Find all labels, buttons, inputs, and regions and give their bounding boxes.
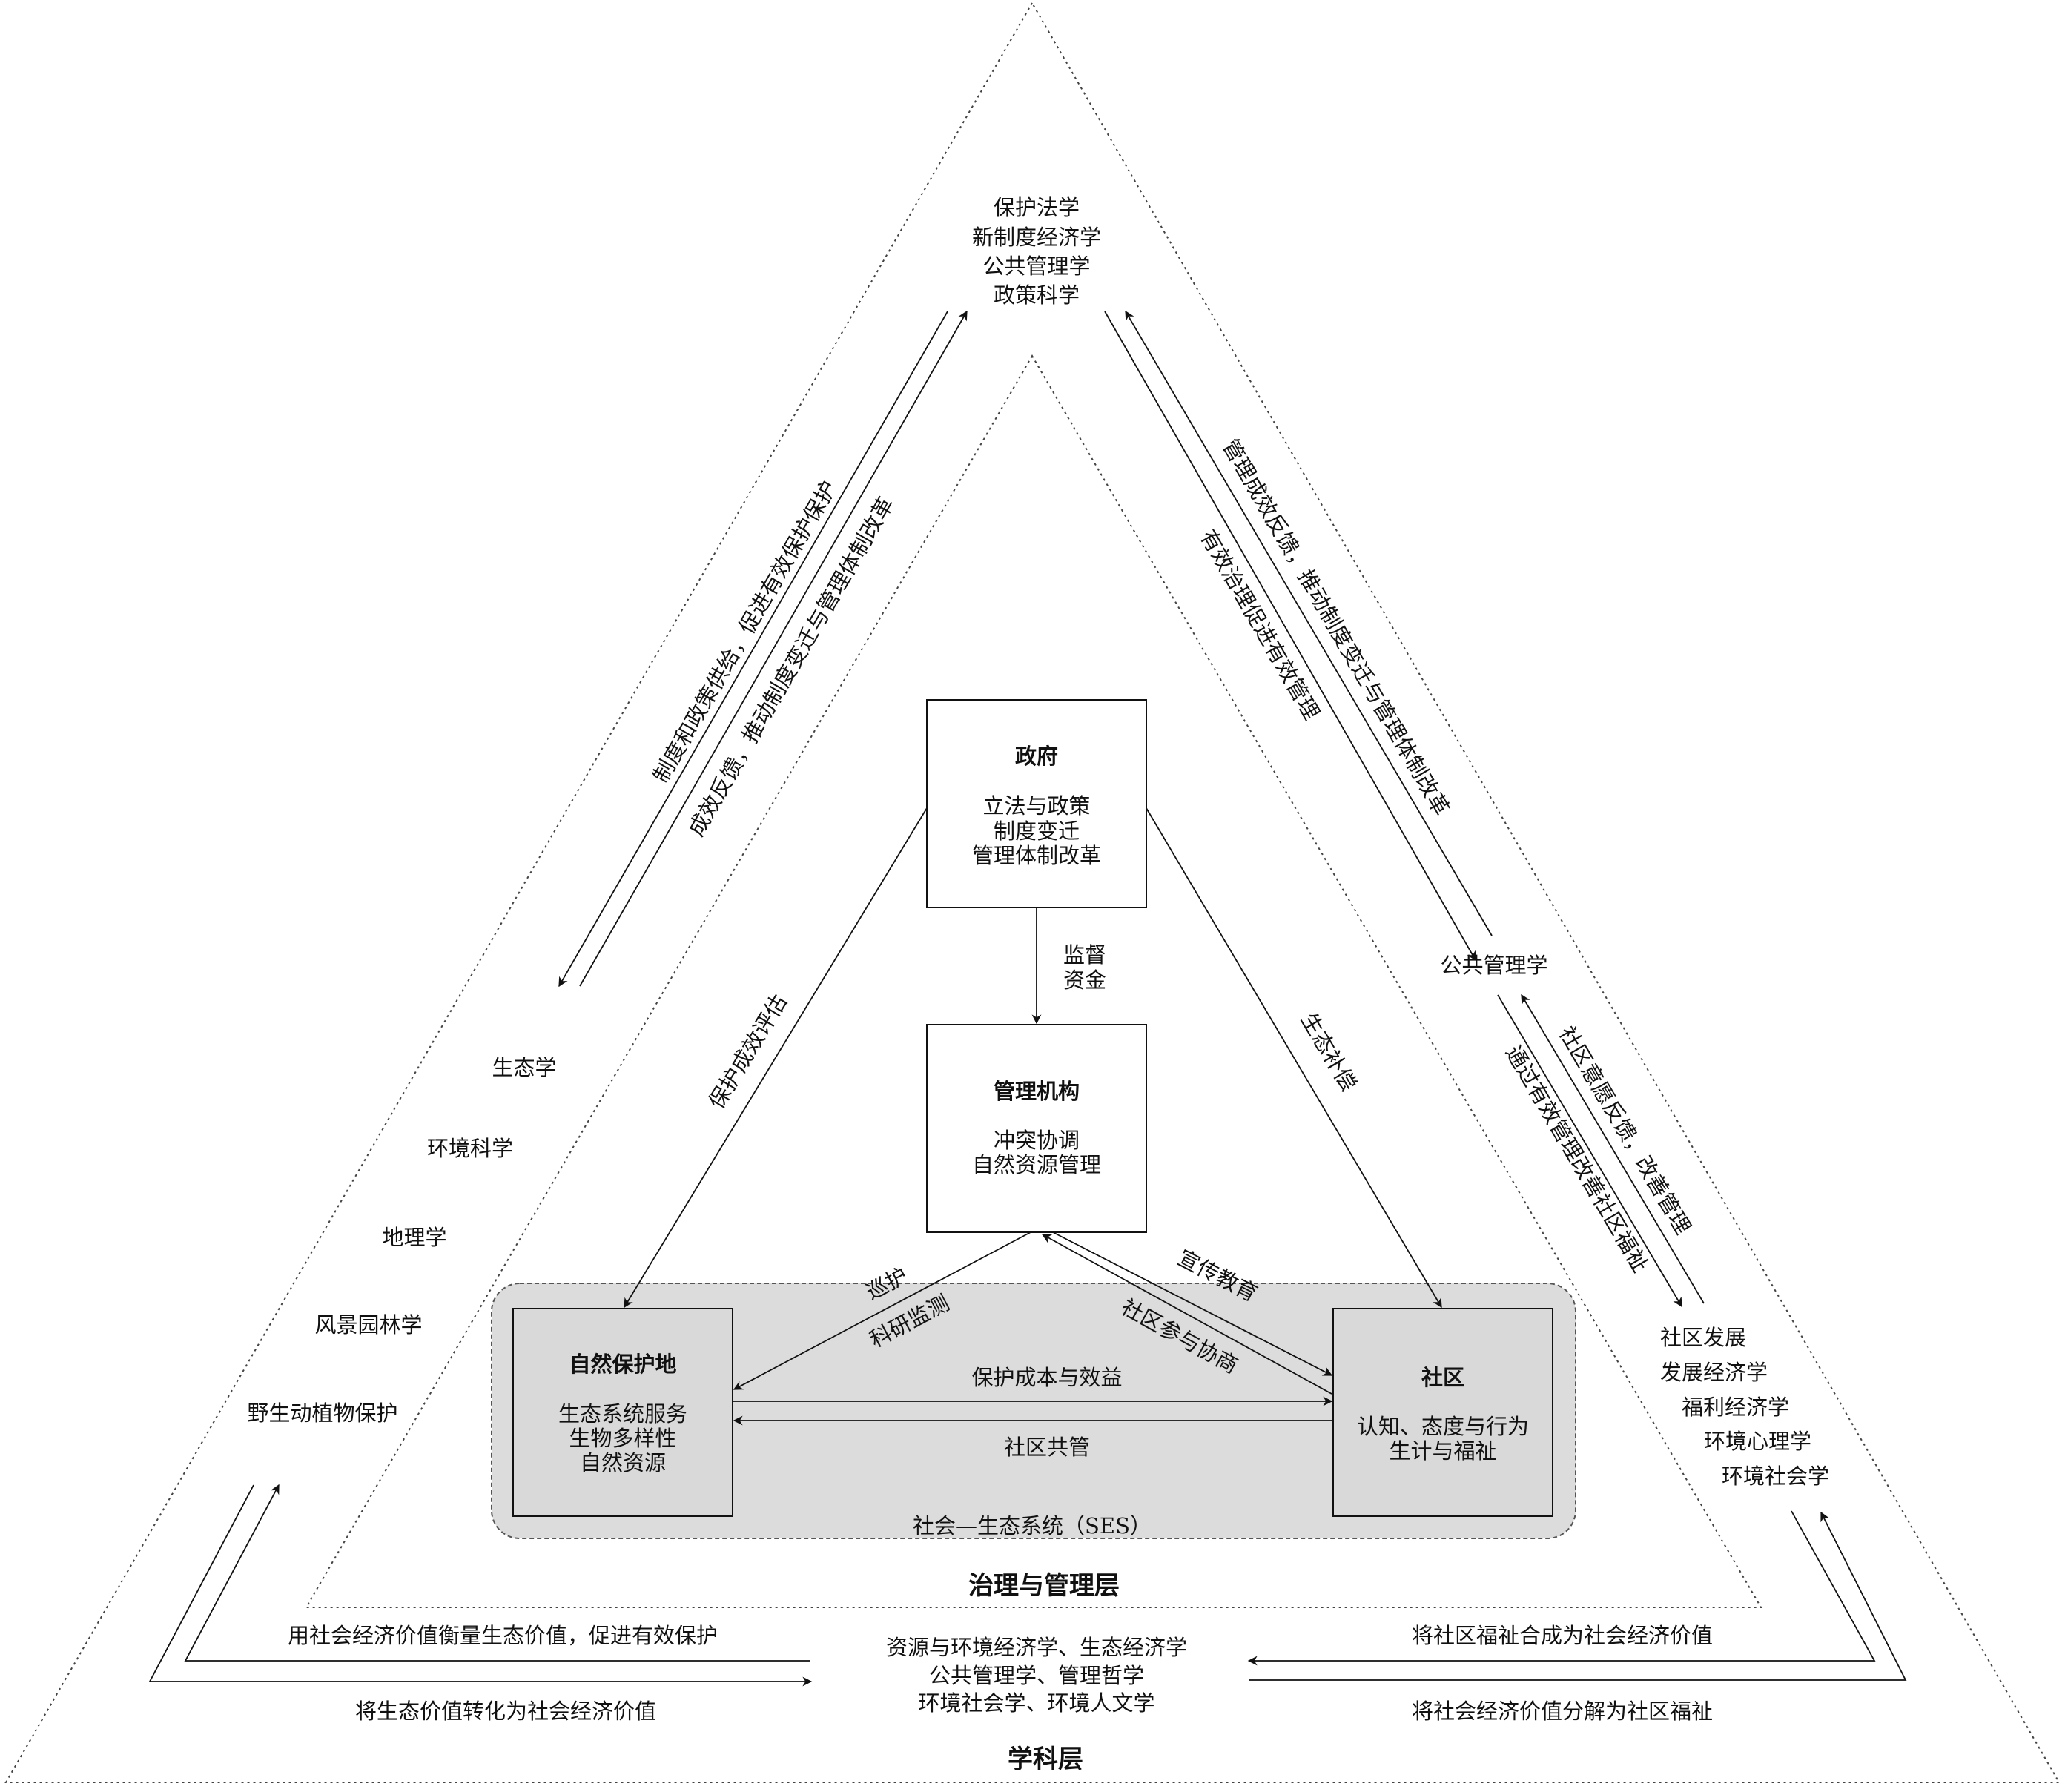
right-discipline-2: 发展经济学 [1660, 1360, 1768, 1385]
label-bottom-left-top: 用社会经济价值衡量生态价值，促进有效保护 [288, 1623, 718, 1648]
arrow-top-right-down [1104, 311, 1476, 962]
government-title: 政府 [1015, 744, 1058, 769]
right-discipline-5: 环境社会学 [1722, 1464, 1829, 1489]
bottom-discipline-1: 资源与环境经济学、生态经济学 [886, 1635, 1187, 1660]
left-discipline-5: 野生动植物保护 [247, 1401, 397, 1426]
community-box: 社区 认知、态度与行为 生计与福祉 [1332, 1308, 1553, 1517]
top-discipline-1: 保护法学 [994, 195, 1080, 220]
government-box: 政府 立法与政策 制度变迁 管理体制改革 [926, 699, 1147, 908]
protected-area-line-3: 自然资源 [580, 1450, 666, 1475]
protected-area-line-1: 生态系统服务 [558, 1401, 687, 1426]
bottom-discipline-3: 环境社会学、环境人文学 [918, 1690, 1154, 1716]
agency-line-1: 冲突协调 [994, 1128, 1080, 1153]
outer-triangle [4, 1, 2061, 1783]
ses-region [491, 1283, 1576, 1539]
left-discipline-3: 地理学 [382, 1225, 446, 1250]
bottom-discipline-2: 公共管理学、管理哲学 [929, 1663, 1144, 1688]
label-community-pa: 社区共管 [1004, 1435, 1090, 1460]
government-line-3: 管理体制改革 [972, 843, 1101, 868]
agency-box: 管理机构 冲突协调 自然资源管理 [926, 1024, 1147, 1233]
government-line-2: 制度变迁 [994, 819, 1080, 844]
top-discipline-3: 公共管理学 [982, 254, 1090, 279]
governance-layer-title: 治理与管理层 [968, 1571, 1120, 1601]
arrow-top-left-up [579, 310, 968, 987]
agency-line-2: 自然资源管理 [972, 1152, 1101, 1177]
arrow-community-agency [1041, 1234, 1332, 1395]
arrow-right-down [1497, 994, 1682, 1308]
left-discipline-2: 环境科学 [427, 1136, 513, 1161]
label-gov-community: 生态补偿 [1296, 1008, 1361, 1095]
left-discipline-4: 风景园林学 [314, 1312, 422, 1338]
community-title: 社区 [1421, 1365, 1464, 1390]
community-line-1: 认知、态度与行为 [1357, 1414, 1529, 1439]
discipline-layer-title: 学科层 [1008, 1745, 1083, 1774]
right-mid-discipline: 公共管理学 [1440, 953, 1547, 978]
arrow-top-right-up [1125, 310, 1493, 936]
right-discipline-4: 环境心理学 [1704, 1429, 1811, 1454]
right-discipline-3: 福利经济学 [1682, 1395, 1789, 1420]
arrow-top-left-down [558, 311, 948, 988]
arrow-bottom-right-bottom [1249, 1511, 1907, 1681]
right-discipline-1: 社区发展 [1660, 1325, 1746, 1350]
protected-area-title: 自然保护地 [569, 1352, 676, 1377]
label-gov-agency-2: 资金 [1063, 968, 1106, 993]
top-discipline-2: 新制度经济学 [972, 225, 1101, 250]
arrow-agency-pa [733, 1231, 1031, 1390]
left-discipline-1: 生态学 [492, 1055, 556, 1080]
inner-triangle [305, 354, 1762, 1608]
protected-area-box: 自然保护地 生态系统服务 生物多样性 自然资源 [512, 1308, 733, 1517]
label-bottom-right-top: 将社区福祉合成为社会经济价值 [1412, 1623, 1713, 1648]
government-line-1: 立法与政策 [982, 793, 1090, 819]
label-pa-community: 保护成本与效益 [971, 1365, 1122, 1390]
arrow-bottom-right-top [1247, 1510, 1876, 1666]
community-line-2: 生计与福祉 [1389, 1438, 1496, 1464]
label-bottom-right-bottom: 将社会经济价值分解为社区福祉 [1412, 1699, 1713, 1724]
arrow-bottom-left-bottom [148, 1484, 813, 1687]
ses-label: 社会—生态系统（SES） [913, 1513, 1152, 1538]
protected-area-line-2: 生物多样性 [569, 1426, 676, 1451]
label-bottom-left-bottom: 将生态价值转化为社会经济价值 [355, 1699, 656, 1724]
arrow-gov-community [1146, 807, 1442, 1309]
agency-title: 管理机构 [994, 1079, 1080, 1104]
arrow-gov-pa [624, 807, 928, 1309]
arrow-right-up [1521, 993, 1705, 1304]
top-discipline-4: 政策科学 [994, 282, 1080, 308]
label-gov-agency-1: 监督 [1063, 942, 1106, 968]
arrow-agency-community [1052, 1231, 1333, 1376]
arrow-bottom-left-top [184, 1484, 810, 1662]
